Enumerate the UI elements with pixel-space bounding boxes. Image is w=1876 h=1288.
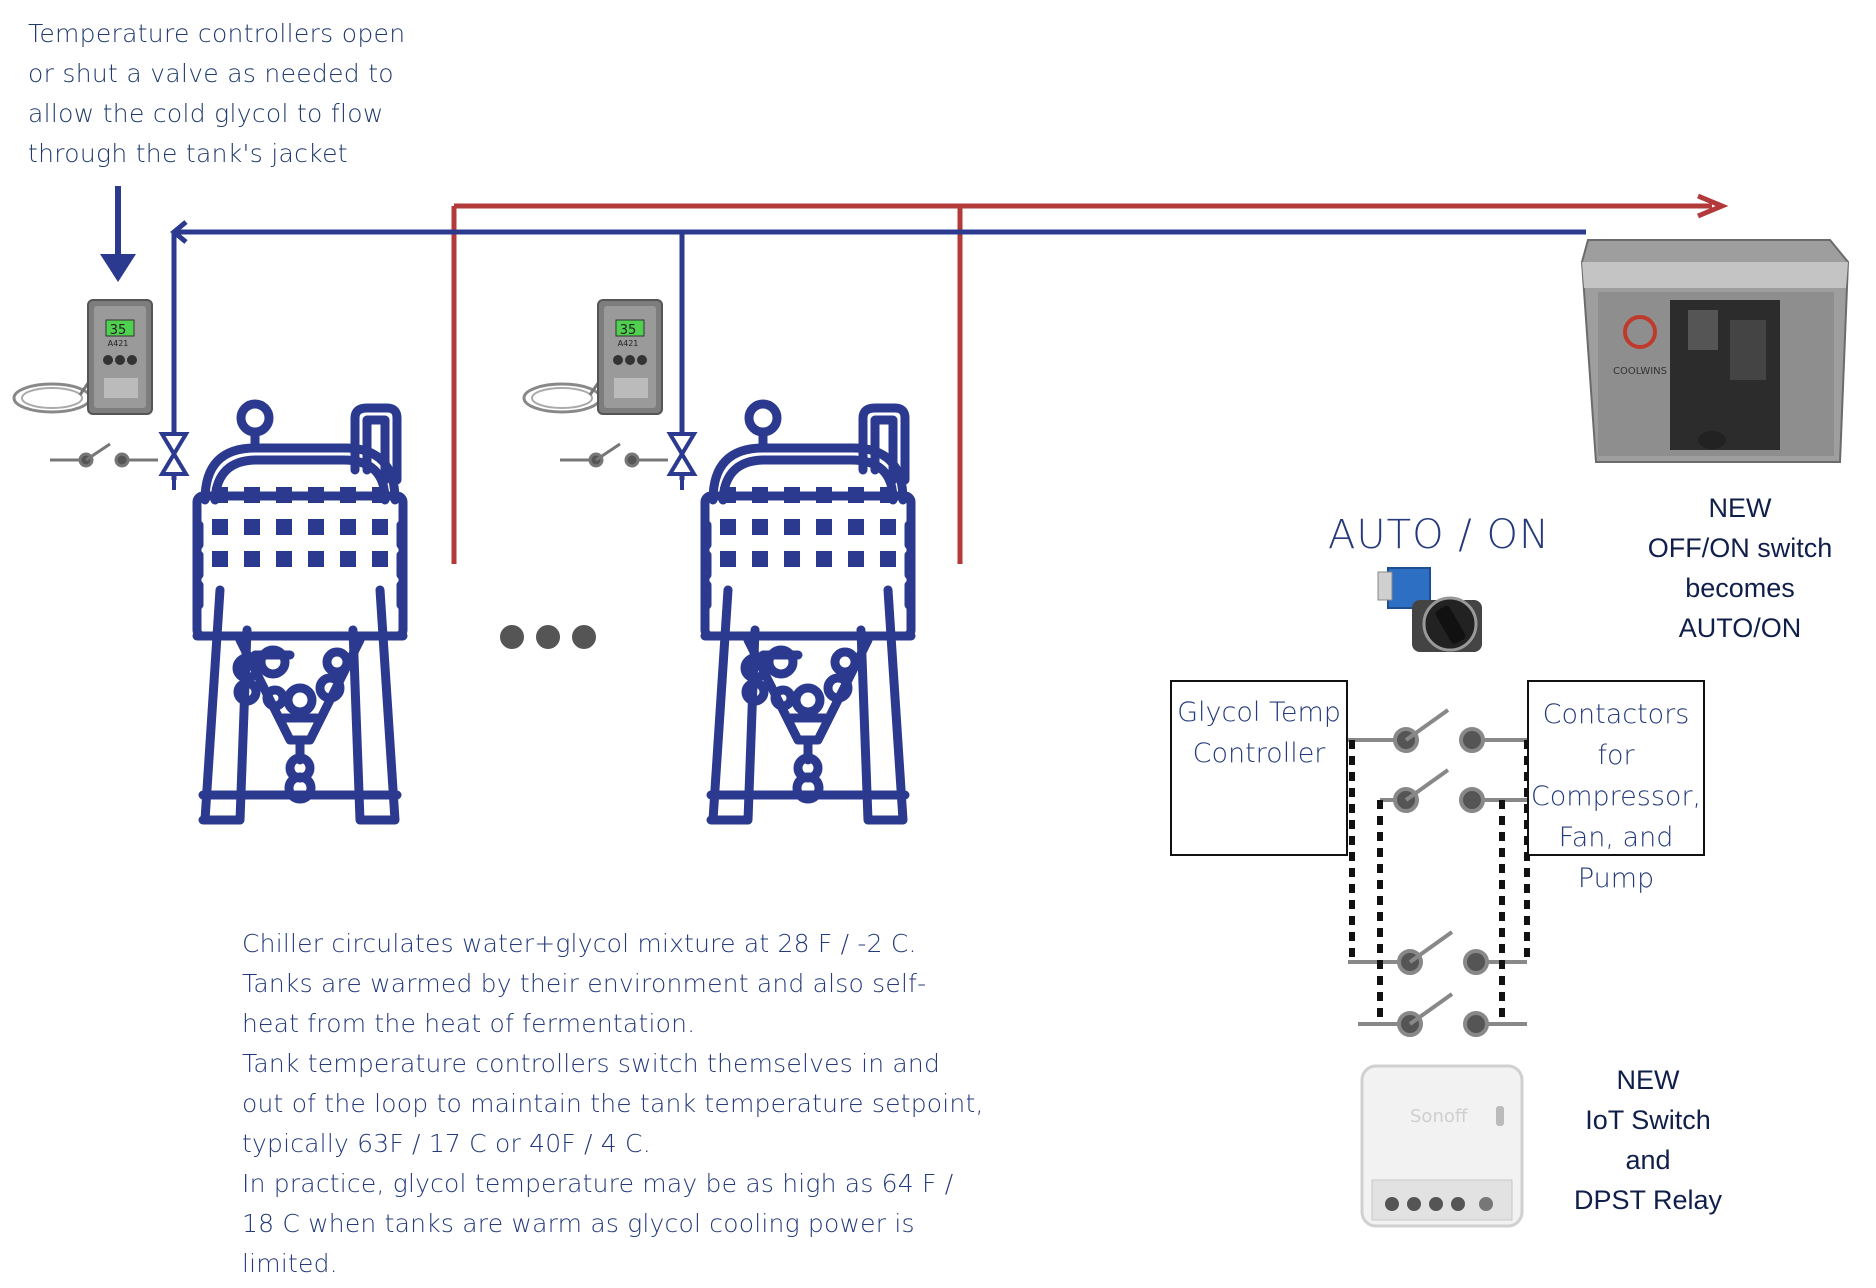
glycol-controller-box: Glycol Temp Controller <box>1170 680 1348 856</box>
note-arrow <box>100 186 136 282</box>
description-line: Chiller circulates water+glycol mixture … <box>242 929 917 958</box>
tank-switch-icon <box>48 442 160 468</box>
valve-icon <box>160 432 188 476</box>
glycol-controller-label: Glycol Temp Controller <box>1177 697 1341 769</box>
tank-switch-icon <box>558 442 670 468</box>
chiller-switch-note: NEW OFF/ON switch becomes AUTO/ON <box>1647 493 1833 643</box>
description-line: In practice, glycol temperature may be a… <box>242 1169 954 1198</box>
chiller-unit-icon: COOLWINS <box>1580 239 1850 463</box>
controller-model: A421 <box>618 339 639 348</box>
description-line: limited. <box>242 1249 338 1278</box>
system-description: Chiller circulates water+glycol mixture … <box>242 924 984 1284</box>
supply-line <box>451 193 1729 564</box>
temperature-controller-icon <box>522 298 664 416</box>
valve-annotation-note: Temperature controllers open or shut a v… <box>28 19 406 168</box>
controller-model: A421 <box>108 339 129 348</box>
fermenter-tank-icon <box>705 404 911 820</box>
controller-reading: 35 <box>620 323 637 338</box>
selector-switch-label: AUTO / ON <box>1328 512 1550 558</box>
description-line: out of the loop to maintain the tank tem… <box>242 1089 984 1118</box>
relay-contacts <box>1348 708 1530 1037</box>
fermenter-tank-icon <box>197 404 403 820</box>
description-line: Tanks are warmed by their environment an… <box>242 969 927 998</box>
contactors-label: Contactors for Compressor, Fan, and Pump <box>1530 699 1702 894</box>
description-line: typically 63F / 17 C or 40F / 4 C. <box>242 1129 651 1158</box>
more-tanks-ellipsis <box>500 625 596 649</box>
description-line: heat from the heat of fermentation. <box>242 1009 696 1038</box>
selector-switch-icon <box>1377 567 1482 652</box>
iot-switch-note: NEW IoT Switch and DPST Relay <box>1573 1065 1723 1215</box>
chiller-brand: COOLWINS <box>1613 366 1667 377</box>
description-line: 18 C when tanks are warm as glycol cooli… <box>242 1209 915 1238</box>
valve-icon <box>668 432 696 476</box>
description-line: Tank temperature controllers switch them… <box>242 1049 941 1078</box>
controller-reading: 35 <box>110 323 127 338</box>
contactors-box: Contactors for Compressor, Fan, and Pump <box>1527 680 1705 894</box>
iot-device-brand: Sonoff <box>1410 1106 1468 1127</box>
iot-switch-device-icon: Sonoff <box>1360 1064 1524 1228</box>
temperature-controller-icon <box>12 298 154 416</box>
